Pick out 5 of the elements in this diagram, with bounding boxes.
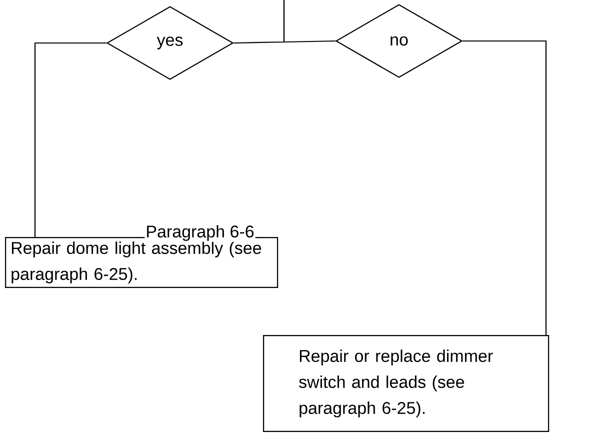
box-heading: Paragraph 6-6 xyxy=(144,224,256,242)
process-box: Repair or replace dimmer switch and leads (see paragraph 6-25). xyxy=(263,335,550,432)
connector-line xyxy=(283,0,336,43)
connector-line xyxy=(462,40,547,335)
connector-line xyxy=(34,42,106,237)
